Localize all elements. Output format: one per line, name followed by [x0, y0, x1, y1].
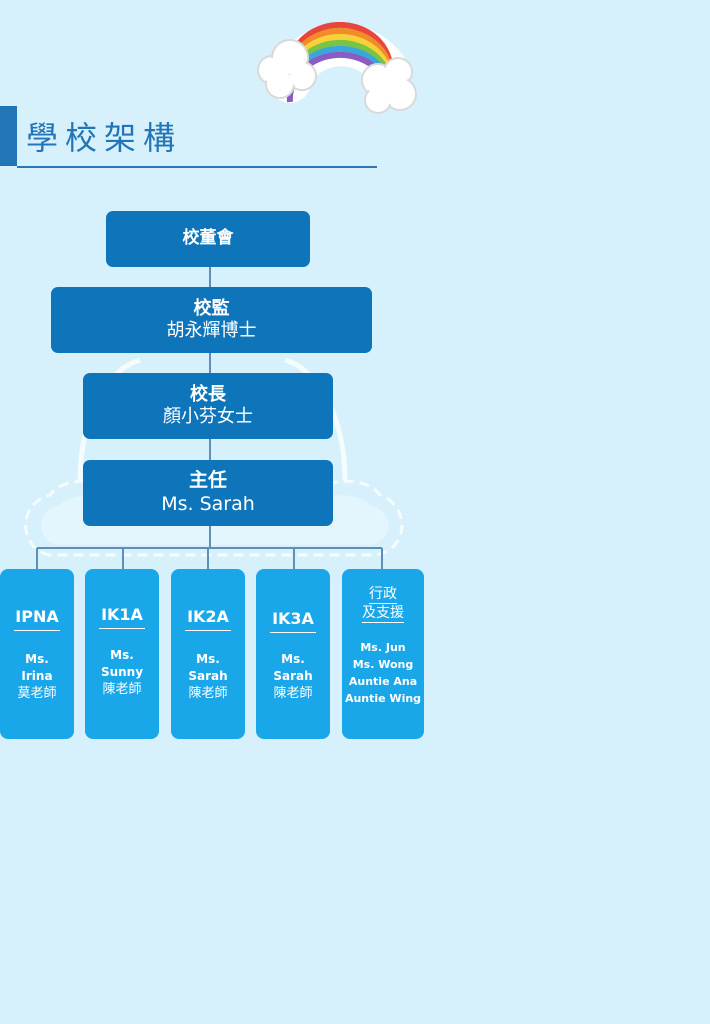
teacher-chinese-name: 陳老師	[273, 686, 313, 701]
admin-staff-member: Auntie Ana	[348, 675, 418, 688]
class-teacher: Ms. Sunny 陳老師	[85, 647, 159, 698]
board-label: 校董會	[182, 228, 234, 249]
teacher-name: Sarah	[188, 669, 228, 683]
teacher-title: Ms.	[25, 652, 49, 666]
admin-support-box: 行政 及支援 Ms. Jun Ms. Wong Auntie Ana Aunti…	[342, 569, 424, 739]
class-name: IK1A	[101, 605, 143, 624]
supervisor-name: 胡永輝博士	[166, 320, 257, 341]
admin-staff-member: Ms. Wong	[352, 658, 414, 671]
class-name-underline	[270, 632, 316, 633]
teacher-name: Irina	[21, 669, 53, 683]
admin-staff-list: Ms. Jun Ms. Wong Auntie Ana Auntie Wing	[342, 639, 424, 707]
teacher-name: Sunny	[100, 665, 144, 679]
supervisor-box: 校監 胡永輝博士	[51, 287, 372, 353]
class-teacher: Ms. Sarah 陳老師	[256, 651, 330, 702]
class-name-underline	[14, 630, 60, 631]
board-box: 校董會	[106, 211, 310, 267]
director-box: 主任 Ms. Sarah	[83, 460, 333, 526]
class-name: IPNA	[15, 607, 59, 626]
teacher-name: Sarah	[273, 669, 313, 683]
class-box-ik3a: IK3A Ms. Sarah 陳老師	[256, 569, 330, 739]
class-box-ik1a: IK1A Ms. Sunny 陳老師	[85, 569, 159, 739]
supervisor-role: 校監	[193, 297, 230, 319]
admin-title-line-2: 及支援	[362, 605, 404, 623]
principal-box: 校長 顏小芬女士	[83, 373, 333, 439]
class-name-underline	[99, 628, 145, 629]
principal-name: 顏小芬女士	[163, 406, 253, 427]
director-role: 主任	[188, 469, 227, 492]
teacher-chinese-name: 陳老師	[188, 686, 228, 701]
director-name: Ms. Sarah	[161, 493, 255, 515]
class-name: IK2A	[187, 607, 229, 626]
class-box-ipna: IPNA Ms. Irina 莫老師	[0, 569, 74, 739]
page-title: 學校架構	[26, 119, 183, 157]
class-name: IK3A	[272, 609, 314, 628]
class-teacher: Ms. Sarah 陳老師	[171, 651, 245, 702]
admin-title-line-1: 行政	[369, 586, 397, 604]
class-box-ik2a: IK2A Ms. Sarah 陳老師	[171, 569, 245, 739]
admin-staff-member: Ms. Jun	[360, 641, 406, 654]
teacher-title: Ms.	[281, 652, 305, 666]
admin-title: 行政 及支援	[342, 585, 424, 623]
title-accent-bar	[0, 106, 17, 166]
class-name-underline	[185, 630, 231, 631]
teacher-title: Ms.	[196, 652, 220, 666]
teacher-title: Ms.	[110, 648, 134, 662]
teacher-chinese-name: 莫老師	[17, 686, 57, 701]
principal-role: 校長	[190, 383, 226, 405]
admin-staff-member: Auntie Wing	[344, 692, 422, 705]
teacher-chinese-name: 陳老師	[102, 682, 142, 697]
class-teacher: Ms. Irina 莫老師	[0, 651, 74, 702]
title-underline	[17, 166, 377, 168]
rainbow-cloud-icon	[257, 22, 417, 114]
